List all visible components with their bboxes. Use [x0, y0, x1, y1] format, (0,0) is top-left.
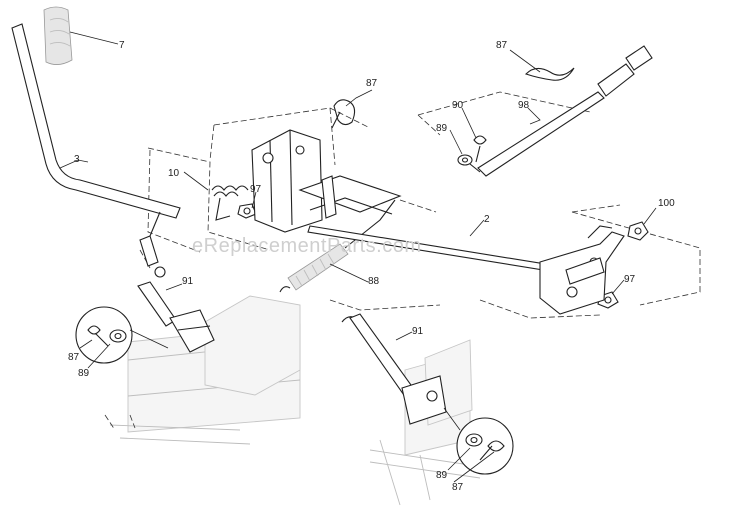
callout-87-left: 87	[68, 352, 80, 363]
callout-87-top: 87	[366, 78, 378, 89]
part-89-washer-right	[457, 154, 473, 166]
callout-89-left: 89	[78, 368, 90, 379]
callout-97-upper: 97	[250, 184, 262, 195]
central-bracket	[251, 129, 402, 233]
callout-87-right: 87	[496, 40, 508, 51]
ghost-deck-left	[109, 295, 301, 445]
callout-3: 3	[74, 154, 80, 165]
callout-97-lower: 97	[624, 274, 636, 285]
assembly-guides	[104, 91, 701, 431]
callout-2: 2	[484, 214, 490, 225]
callout-98: 98	[518, 100, 530, 111]
callout-88: 88	[368, 276, 380, 287]
part-10-spring	[211, 185, 249, 221]
part-91-link-left	[137, 266, 215, 353]
part-91-link-right	[341, 313, 447, 425]
callout-89-bottom: 89	[436, 470, 448, 481]
callout-91-right: 91	[412, 326, 424, 337]
detail-circle-left	[75, 306, 169, 364]
detail-circle-bottom	[443, 407, 514, 475]
callout-100: 100	[658, 198, 675, 209]
callout-89-right: 89	[436, 123, 448, 134]
callout-90: 90	[452, 100, 464, 111]
callout-7: 7	[119, 40, 125, 51]
callout-labels: 7 3 10 97 87 87 90 89 98 2 100 97 88 91 …	[68, 40, 675, 493]
part-98-rod	[469, 45, 653, 177]
right-bracket	[539, 225, 625, 315]
part-97-nut-upper	[237, 203, 257, 219]
leader-lines	[59, 31, 657, 483]
part-7-grip	[43, 6, 73, 65]
part-88-extension-spring	[279, 199, 396, 293]
callout-87-bottom: 87	[452, 482, 464, 493]
part-3-lever-rod	[11, 23, 181, 267]
callout-10: 10	[168, 168, 180, 179]
part-90-clip	[473, 135, 487, 163]
part-87-clip-right	[524, 67, 575, 81]
callout-91-left: 91	[182, 276, 194, 287]
part-100-nut	[627, 221, 649, 241]
part-87-clip-top	[331, 99, 356, 129]
watermark-text: eReplacementParts.com	[192, 235, 421, 257]
